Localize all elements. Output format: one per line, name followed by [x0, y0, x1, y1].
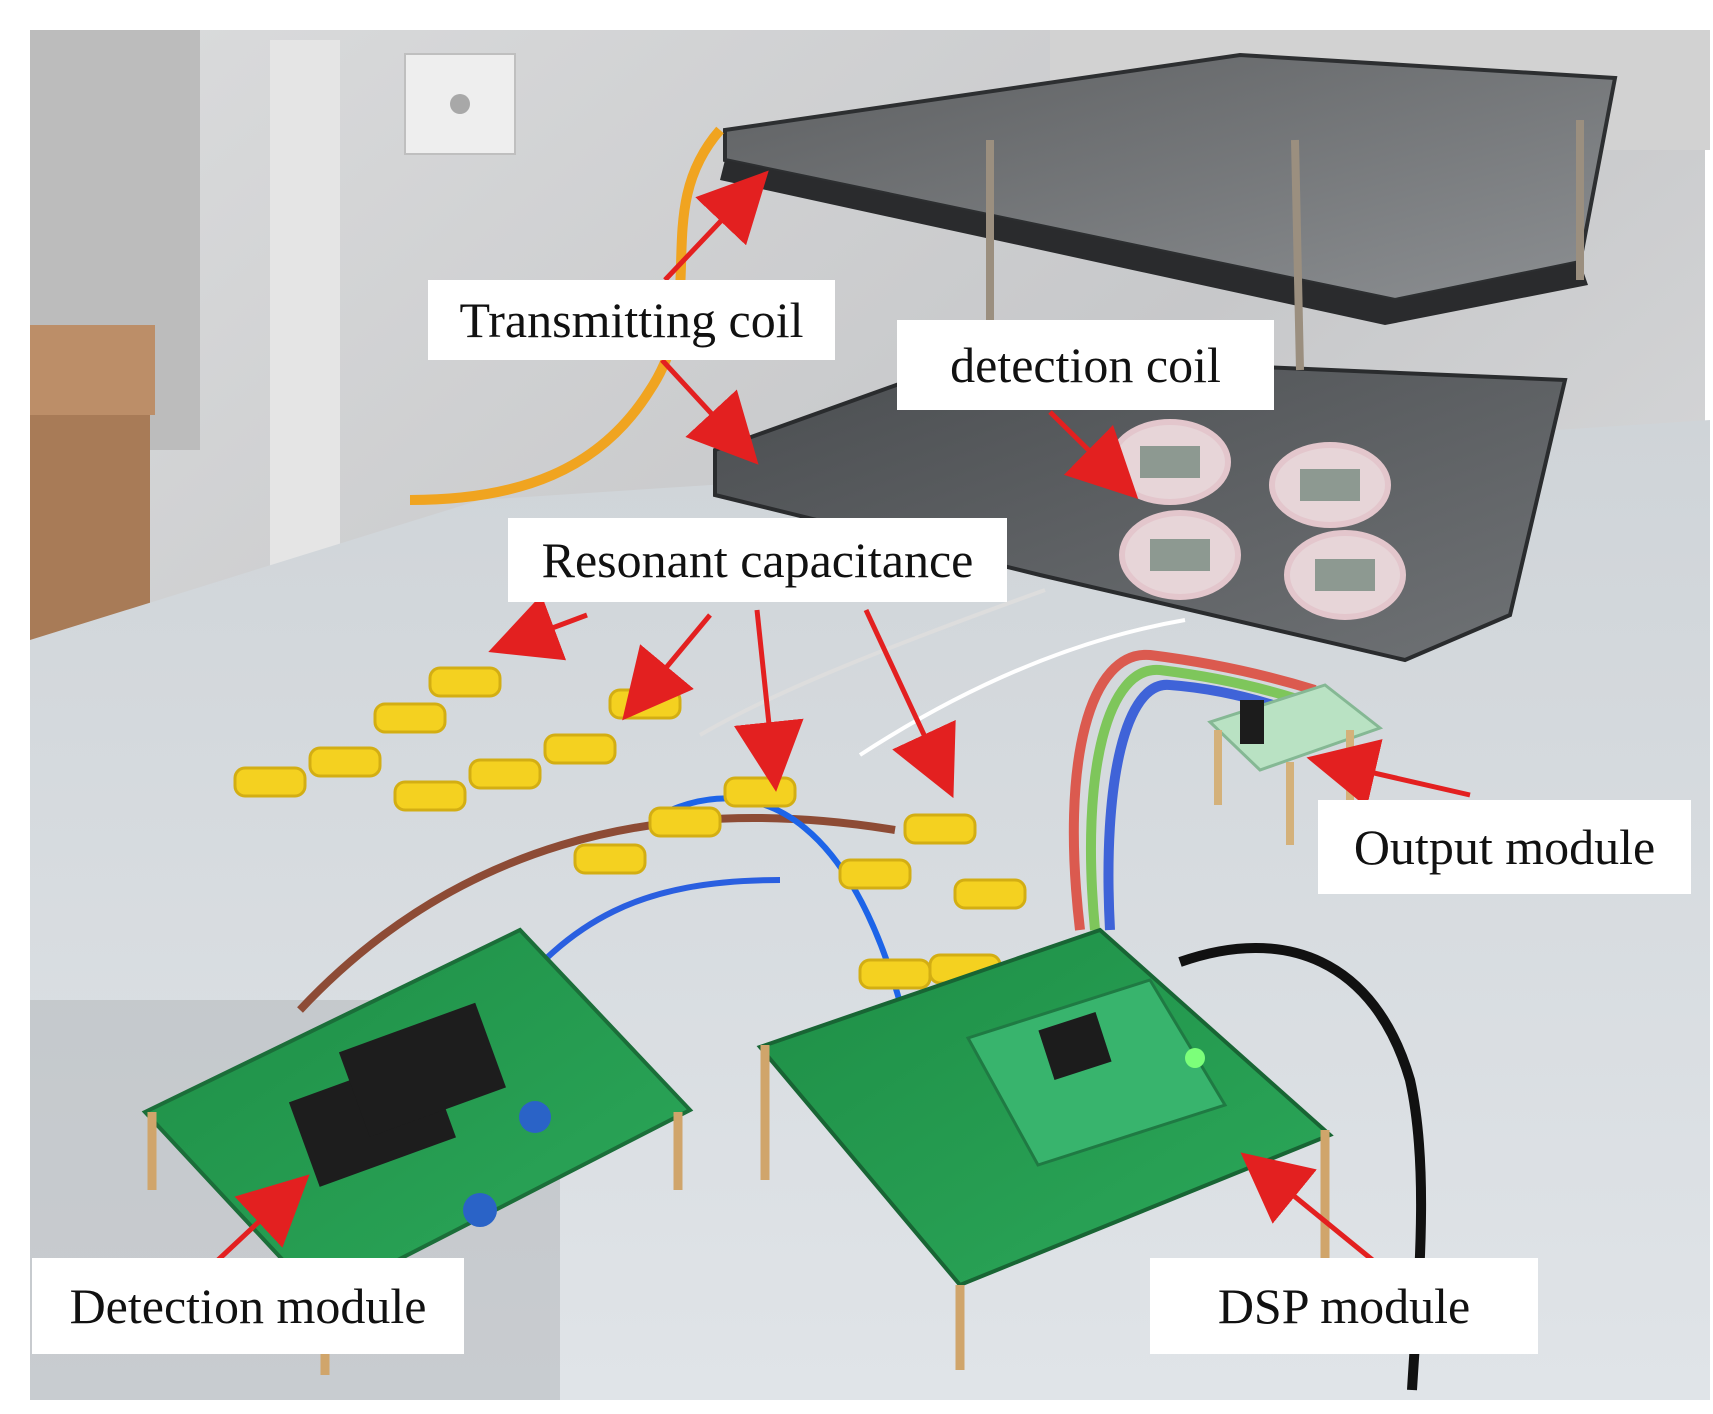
arrow-output-module [1306, 739, 1471, 808]
output-module-board [1207, 683, 1384, 772]
arrow-resonant-1 [488, 594, 588, 661]
arrow-transmitting-lower [660, 358, 759, 465]
coil-core [1150, 539, 1210, 571]
capacitor [468, 758, 542, 790]
yellow-cable [409, 126, 724, 505]
coil-core [1140, 446, 1200, 478]
wall-socket [404, 53, 516, 155]
label-resonant-capacitance: Resonant capacitance [508, 518, 1007, 602]
capacitor [573, 843, 647, 875]
capacitor [543, 733, 617, 765]
capacitor [308, 746, 382, 778]
ribbon-cable [1085, 664, 1317, 931]
signal-wire [698, 588, 1046, 737]
led-indicator [1185, 1048, 1205, 1068]
label-detection-coil: detection coil [897, 320, 1274, 410]
arrow-resonant-2 [622, 613, 712, 721]
capacitor [903, 813, 977, 845]
wall-socket-hole [450, 94, 470, 114]
capacitor [373, 702, 447, 734]
label-output-module: Output module [1318, 800, 1691, 894]
coil-core [1315, 559, 1375, 591]
label-dsp-module: DSP module [1150, 1258, 1538, 1354]
arrow-transmitting-upper [663, 170, 769, 282]
arrow-detection-coil [1048, 410, 1139, 500]
dsp-chip [1038, 1012, 1112, 1080]
label-transmitting-coil: Transmitting coil [428, 280, 835, 360]
capacitor [648, 806, 722, 838]
capacitor [428, 666, 502, 698]
detection-coil-array [1109, 419, 1406, 620]
dsp-core-board [965, 978, 1228, 1167]
arrow-resonant-3 [733, 609, 804, 792]
capacitor-blue [463, 1193, 497, 1227]
capacitor [723, 776, 797, 808]
capacitor [393, 780, 467, 812]
capacitor [233, 766, 307, 798]
arrow-detection-module [216, 1174, 310, 1262]
capacitor [838, 858, 912, 890]
arrow-dsp-module [1240, 1152, 1377, 1264]
relay [338, 1002, 506, 1137]
cardboard-box-top [30, 325, 155, 415]
resonant-capacitor-group [233, 666, 1027, 990]
arrow-resonant-4 [863, 608, 956, 799]
support-rod [1291, 139, 1304, 371]
doorframe [270, 40, 340, 580]
capacitor-blue [519, 1101, 551, 1133]
capacitor [858, 958, 932, 990]
capacitor [953, 878, 1027, 910]
label-detection-module: Detection module [32, 1258, 464, 1354]
ribbon-cable [1068, 649, 1317, 931]
output-module-chip [1240, 700, 1264, 744]
coil-core [1300, 469, 1360, 501]
